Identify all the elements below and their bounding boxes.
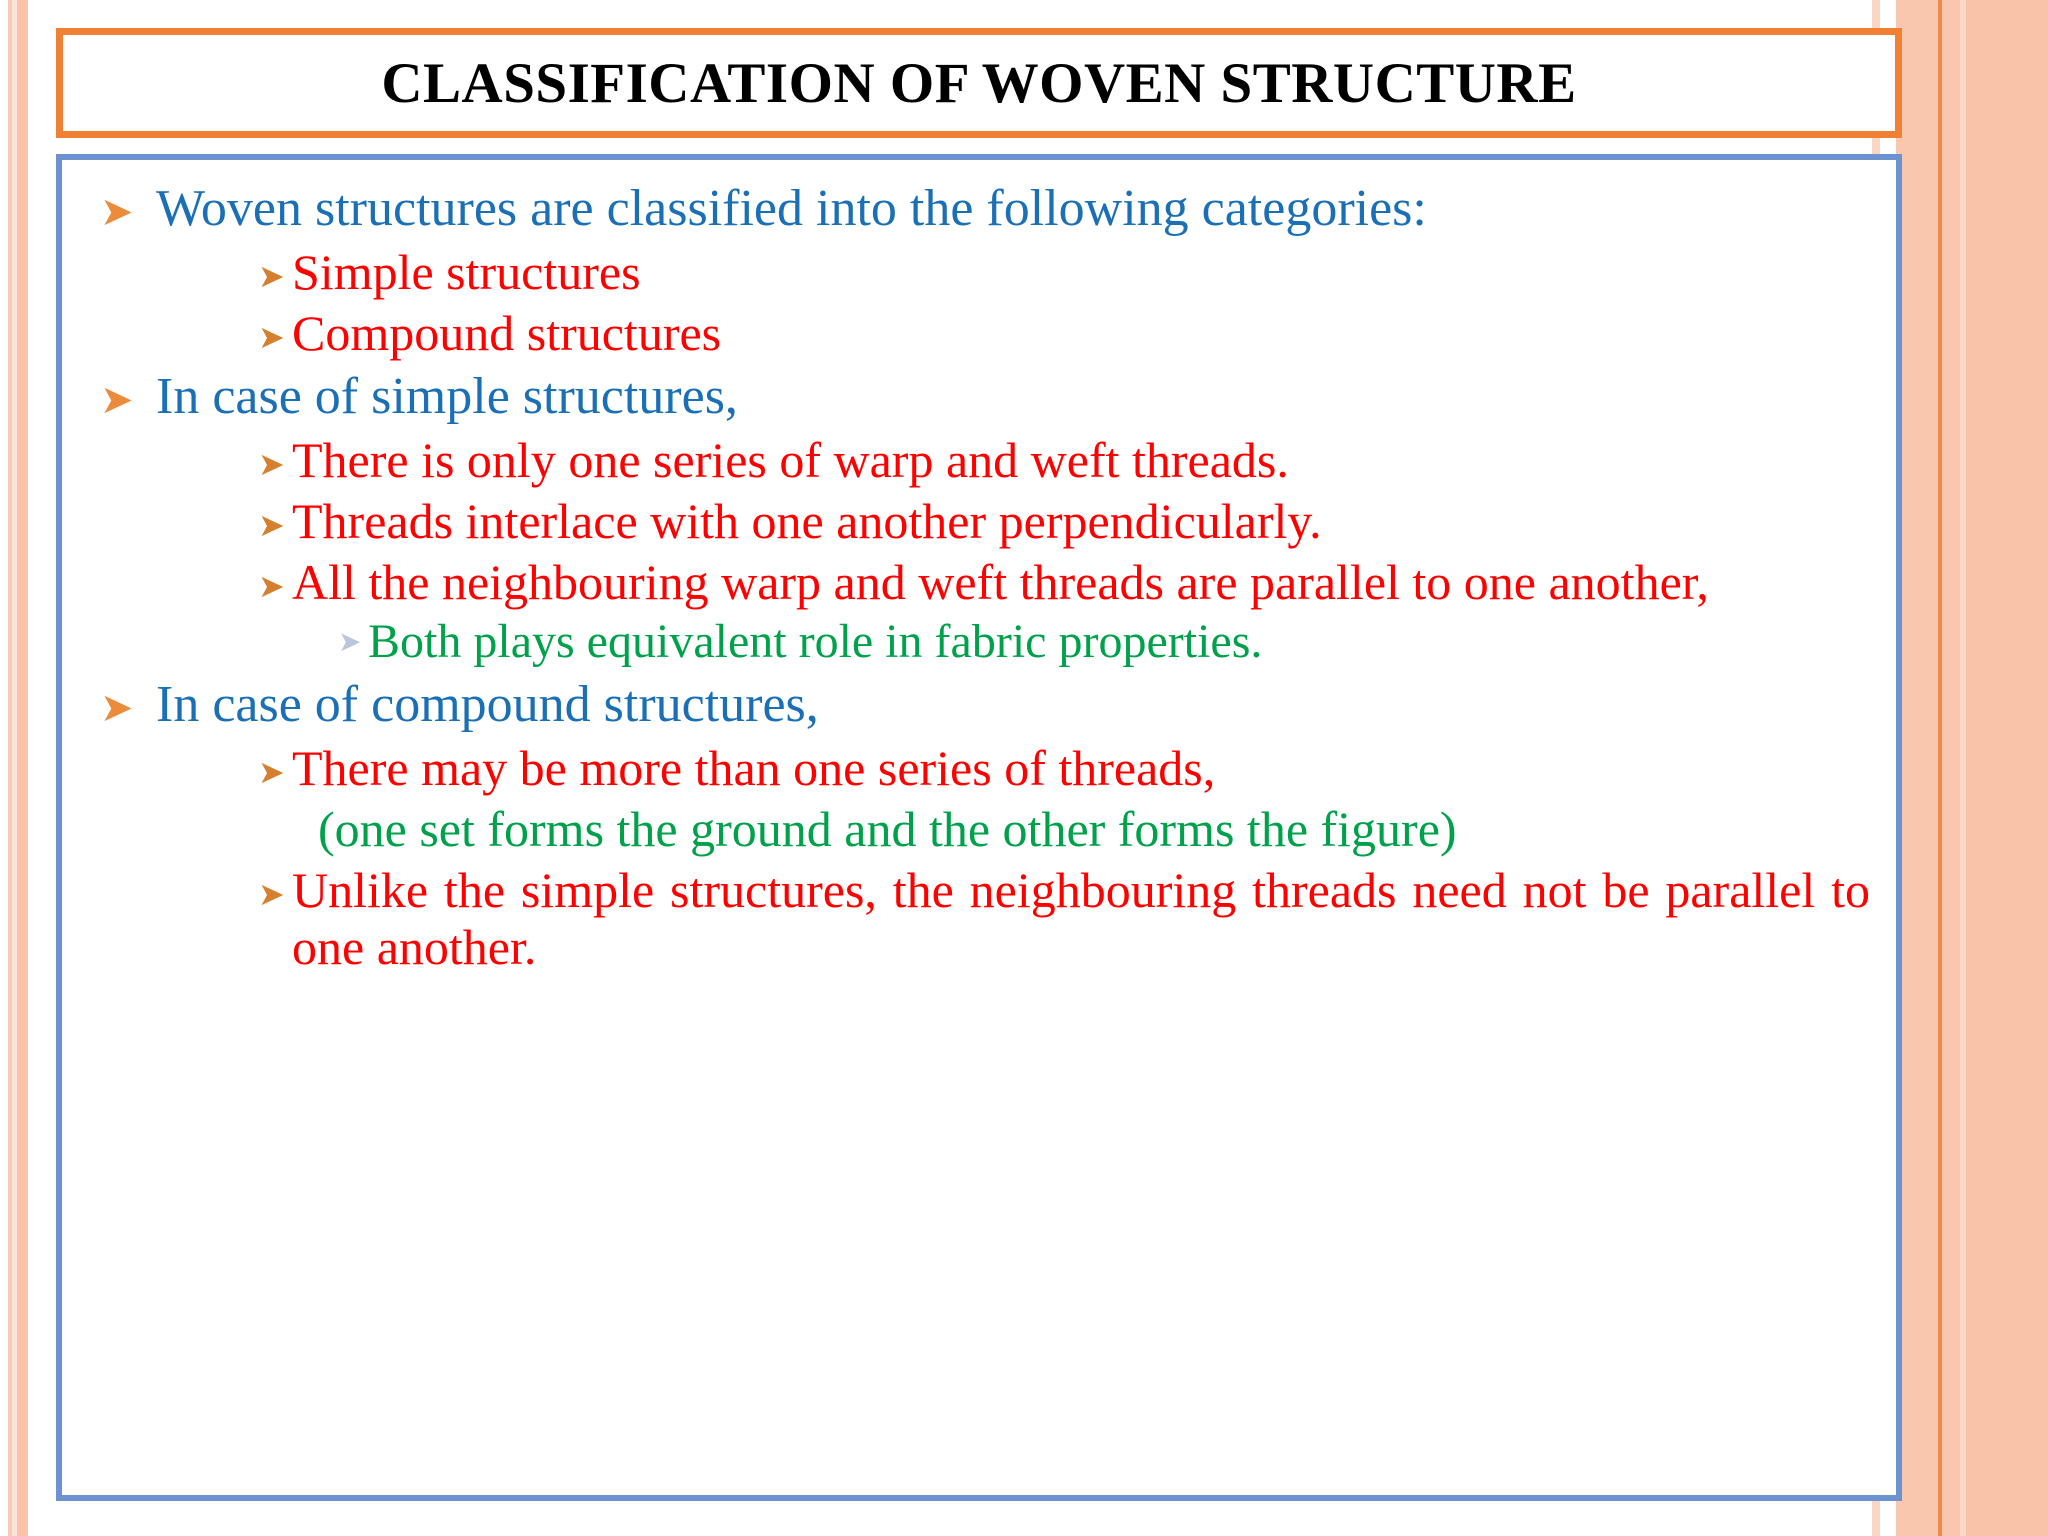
bullet-line-plain: (one set forms the ground and the other … — [318, 801, 1870, 858]
bullet-item-level-2: ➤Unlike the simple structures, the neigh… — [258, 862, 1870, 976]
stripe-left-1 — [8, 0, 12, 1536]
bullet-text: There may be more than one series of thr… — [292, 740, 1216, 797]
bullet-item-level-2: ➤There may be more than one series of th… — [258, 740, 1870, 797]
left-decorative-stripes — [0, 0, 36, 1536]
bullet-text: All the neighbouring warp and weft threa… — [292, 554, 1709, 611]
bullet-text: Simple structures — [292, 244, 641, 301]
bullet-arrow-icon: ➤ — [258, 754, 285, 791]
bullet-arrow-icon: ➤ — [258, 507, 285, 544]
bullet-item-level-2: ➤Compound structures — [258, 305, 1870, 362]
bullet-item-level-1: ➤ In case of compound structures, — [100, 676, 1870, 734]
stripe-right-3 — [1896, 0, 1938, 1536]
bullet-text: There is only one series of warp and wef… — [292, 432, 1289, 489]
bullet-text: Unlike the simple structures, the neighb… — [292, 862, 1870, 976]
stripe-left-3 — [17, 0, 28, 1536]
bullet-text: (one set forms the ground and the other … — [318, 801, 1457, 858]
bullet-arrow-icon: ➤ — [100, 685, 134, 731]
bullet-item-level-2: ➤Simple structures — [258, 244, 1870, 301]
bullet-item-level-2: ➤There is only one series of warp and we… — [258, 432, 1870, 489]
bullet-text: Woven structures are classified into the… — [156, 180, 1427, 237]
bullet-arrow-icon: ➤ — [100, 189, 134, 234]
bullet-item-level-2: ➤Threads interlace with one another perp… — [258, 493, 1870, 550]
bullet-arrow-icon: ➤ — [258, 876, 285, 913]
stripe-right-7 — [1966, 0, 2048, 1536]
stripe-left-2 — [12, 0, 17, 1536]
bullet-text: Threads interlace with one another perpe… — [292, 493, 1322, 550]
bullet-item-level-1: ➤ Woven structures are classified into th… — [100, 180, 1870, 238]
page-title: CLASSIFICATION OF WOVEN STRUCTURE — [381, 51, 1577, 115]
stripe-right-5 — [1942, 0, 1960, 1536]
bullet-arrow-icon: ➤ — [258, 319, 285, 356]
bullet-item-level-1: ➤ In case of simple structures, — [100, 368, 1870, 426]
bullet-arrow-icon: ➤ — [100, 377, 134, 423]
bullet-list: ➤ Woven structures are classified into th… — [72, 180, 1870, 976]
bullet-text: Compound structures — [292, 305, 722, 362]
stripe-right-6 — [1960, 0, 1966, 1536]
bullet-arrow-icon: ➤ — [258, 258, 285, 295]
bullet-item-level-2: ➤All the neighbouring warp and weft thre… — [258, 554, 1870, 611]
bullet-text: In case of simple structures, — [156, 368, 738, 426]
stripe-right-4 — [1938, 0, 1942, 1536]
bullet-arrow-icon: ➤ — [338, 627, 362, 659]
bullet-arrow-icon: ➤ — [258, 568, 285, 605]
bullet-arrow-icon: ➤ — [258, 446, 285, 483]
bullet-text: Both plays equivalent role in fabric pro… — [368, 615, 1263, 669]
bullet-item-level-4: ➤Both plays equivalent role in fabric pr… — [338, 615, 1870, 670]
slide-body-box: ➤ Woven structures are classified into th… — [56, 154, 1902, 1501]
slide-title-box: CLASSIFICATION OF WOVEN STRUCTURE — [56, 28, 1902, 138]
bullet-text: In case of compound structures, — [156, 676, 819, 734]
